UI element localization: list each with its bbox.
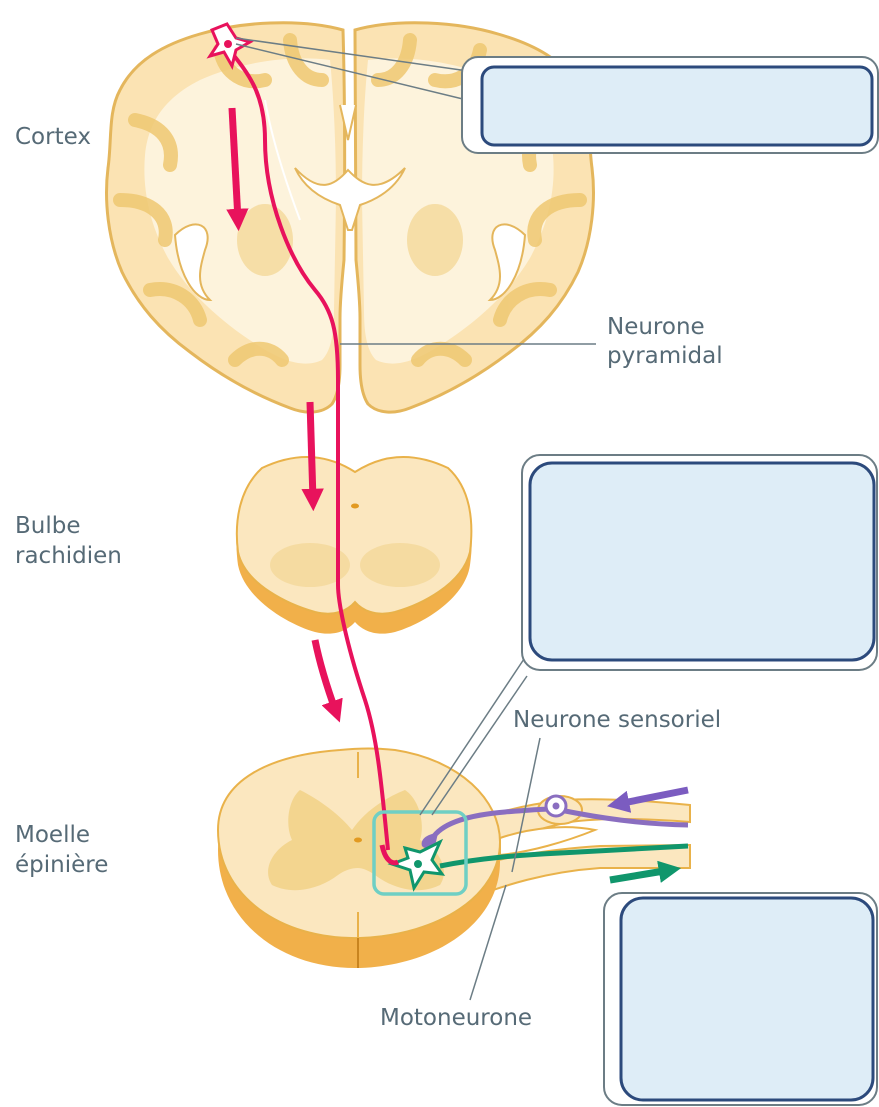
label-moelle-line1: Moelle [15, 822, 90, 848]
medulla-section [236, 457, 471, 634]
answer-box-synapse[interactable] [522, 455, 877, 670]
label-motoneurone: Motoneurone [380, 1005, 532, 1031]
label-bulbe-line1: Bulbe [15, 513, 81, 539]
label-neurone-pyramidal-line2: pyramidal [607, 343, 723, 369]
label-bulbe-line2: rachidien [15, 543, 122, 569]
label-moelle-line2: épinière [15, 852, 108, 878]
descending-arrow-3 [315, 640, 336, 712]
label-neurone-sensoriel: Neurone sensoriel [513, 707, 721, 733]
motor-arrow [610, 870, 670, 880]
label-cortex: Cortex [15, 124, 91, 150]
answer-box-cortex[interactable] [462, 57, 878, 153]
descending-arrow-2 [310, 402, 313, 500]
label-neurone-pyramidal-line1: Neurone [607, 314, 705, 340]
answer-box-motoneurone[interactable] [604, 893, 877, 1105]
